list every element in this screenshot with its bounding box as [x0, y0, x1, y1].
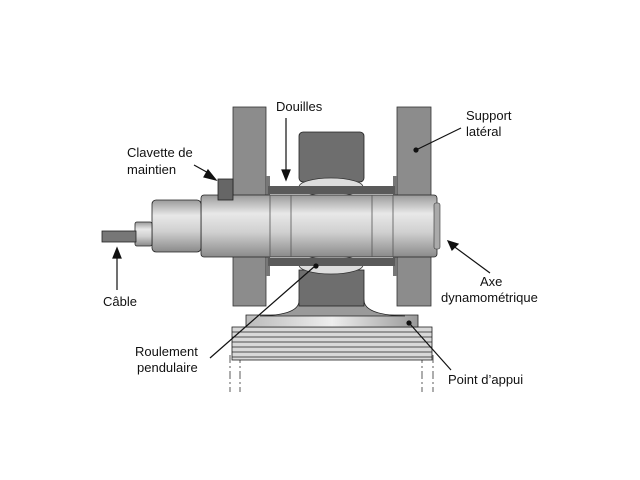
retaining-key — [217, 178, 234, 201]
label-axe-line1: Axe — [480, 274, 503, 289]
cable-gland — [134, 221, 153, 247]
bushing-top — [268, 186, 395, 194]
load-pin-shaft — [200, 194, 438, 258]
label-douilles: Douilles — [276, 99, 323, 114]
bellows — [231, 326, 433, 361]
label-support-line2: latéral — [466, 124, 502, 139]
label-roulement-line1: Roulement — [135, 344, 198, 359]
cable — [101, 230, 137, 243]
base-centerlines — [229, 355, 434, 392]
label-cable: Câble — [103, 294, 137, 309]
label-axe-line2: dynamométrique — [441, 290, 538, 305]
label-point-appui: Point d’appui — [448, 372, 524, 387]
label-support-line1: Support — [466, 108, 512, 123]
bearing-housing-bottom — [298, 269, 365, 307]
leader-lines — [112, 118, 491, 371]
label-clavette-line1: Clavette de — [127, 145, 193, 160]
end-cap — [151, 199, 202, 253]
support-base — [245, 314, 419, 328]
label-clavette-line2: maintien — [127, 162, 177, 177]
label-roulement-line2: pendulaire — [137, 360, 198, 375]
bearing-housing-top — [298, 131, 365, 183]
bushing-bottom — [268, 258, 395, 266]
